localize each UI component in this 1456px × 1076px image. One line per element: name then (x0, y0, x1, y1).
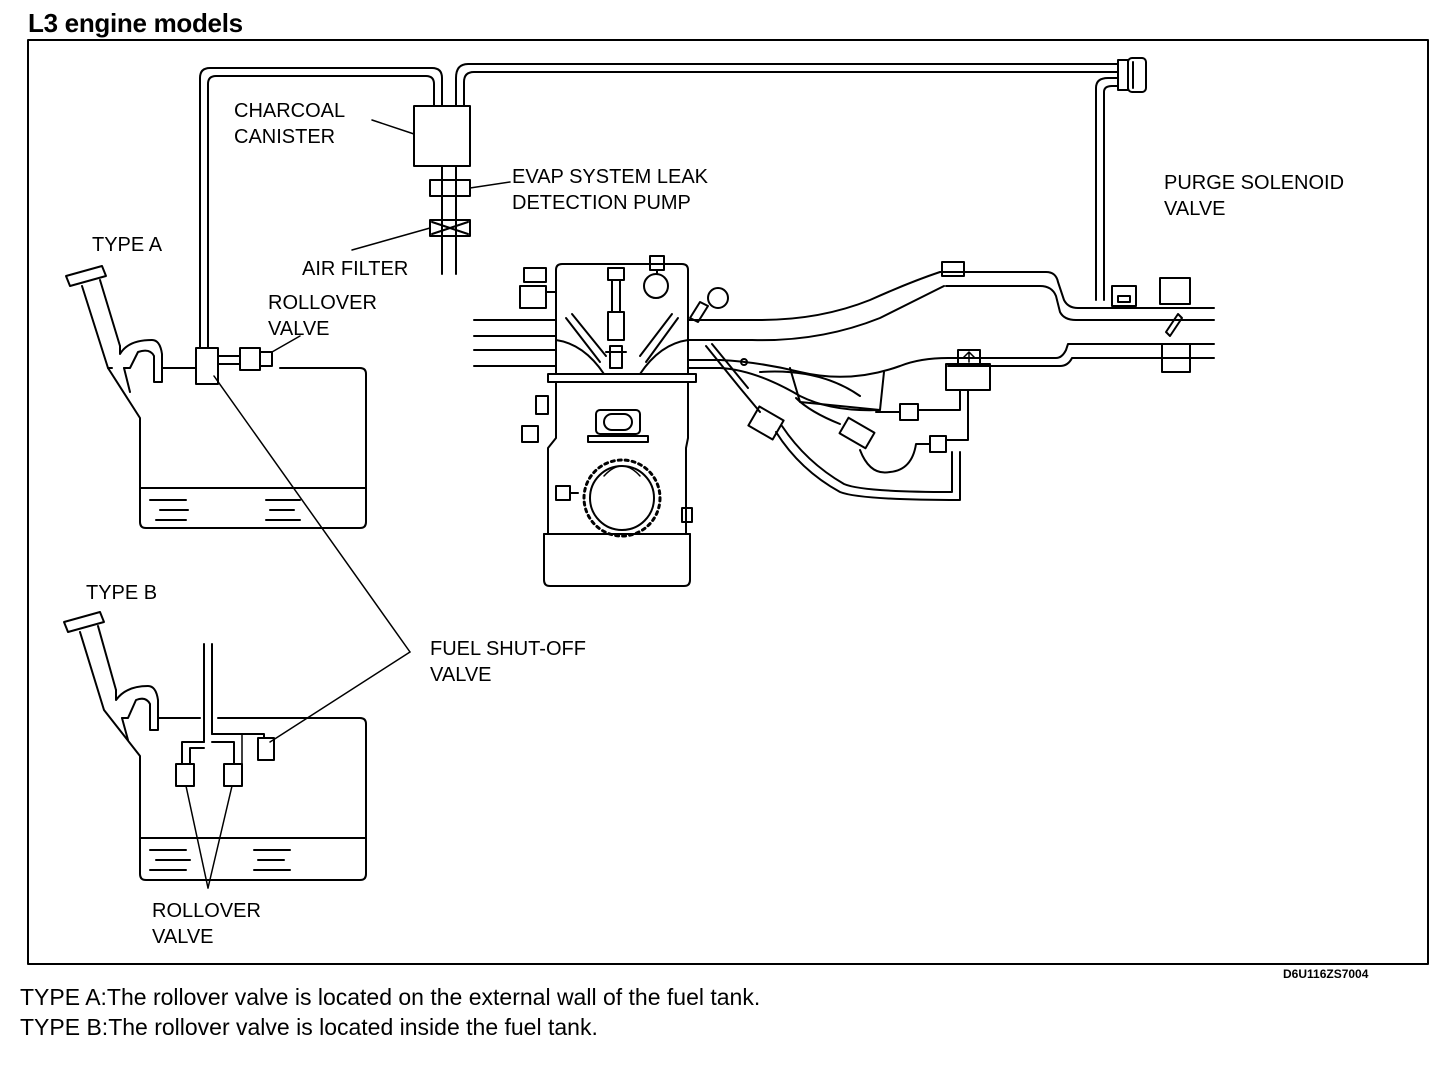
fuel-shutoff-valve-b (257, 737, 275, 761)
map-sensor (838, 416, 876, 450)
rollover-valve-b2 (223, 763, 243, 787)
label-type-a: TYPE A (92, 234, 163, 256)
fuel-tank-type-a (65, 265, 367, 529)
label-rollover-a: ROLLOVER VALVE (268, 292, 377, 340)
vapor-lines (199, 63, 1119, 349)
engine (519, 255, 729, 587)
air-filter (429, 219, 471, 237)
rollover-valve-a (239, 347, 261, 371)
fuel-shutoff-valve-a (195, 347, 219, 385)
label-rollover-b: ROLLOVER VALVE (152, 900, 261, 948)
diagram-title: L3 engine models (28, 8, 243, 38)
throttle-body-sensor (941, 261, 965, 277)
purge-line-connector (1117, 57, 1147, 93)
rollover-valve-b1 (175, 763, 195, 787)
note-type-a: TYPE A:The rollover valve is located on … (20, 984, 761, 1010)
intake-pipes (473, 271, 1215, 412)
figure-code: D6U116ZS7004 (1283, 967, 1369, 981)
label-evap-pump: EVAP SYSTEM LEAK DETECTION PUMP (512, 166, 709, 214)
note-type-b: TYPE B:The rollover valve is located ins… (20, 1014, 598, 1040)
charcoal-canister (413, 105, 471, 167)
label-type-b: TYPE B (86, 582, 158, 604)
label-purge-valve: PURGE SOLENOID VALVE (1164, 172, 1345, 220)
label-charcoal-canister: CHARCOAL CANISTER (234, 100, 346, 148)
type-b-internal-valves (175, 643, 275, 787)
vacuum-lines (705, 343, 991, 501)
label-fuel-shutoff: FUEL SHUT-OFF VALVE (430, 638, 586, 686)
leak-detection-pump (429, 179, 471, 197)
purge-solenoid-valve (1111, 277, 1191, 373)
diagram-frame (27, 39, 1429, 965)
label-air-filter: AIR FILTER (302, 258, 409, 280)
fuel-tank-type-b (63, 611, 367, 881)
